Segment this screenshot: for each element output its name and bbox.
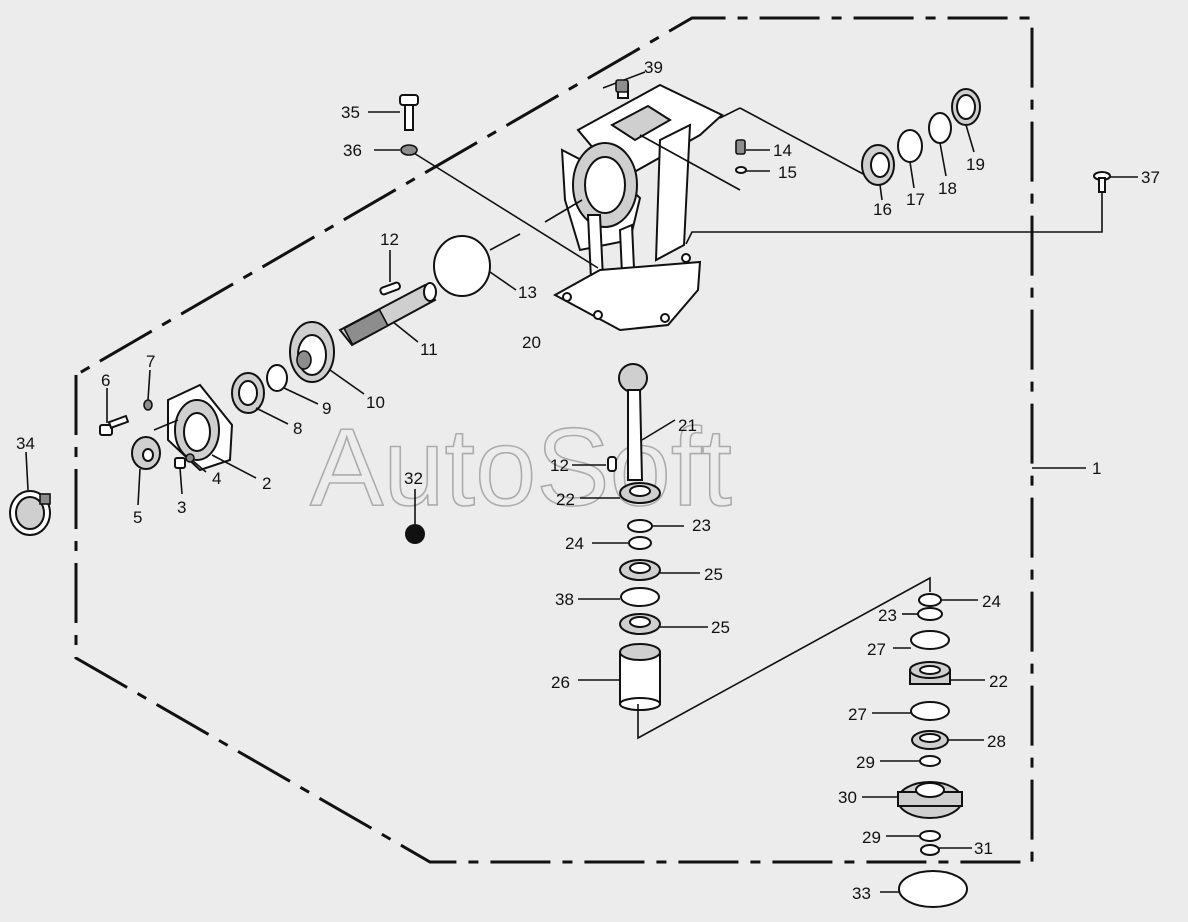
gear-housing (552, 83, 724, 332)
callout-23-lower: 23 (878, 606, 897, 625)
callout-15: 15 (778, 163, 797, 182)
callout-22-lower: 22 (989, 672, 1008, 691)
ring-17 (897, 129, 923, 163)
bevel-gear-10 (289, 321, 335, 383)
bearing-28 (911, 730, 949, 750)
callout-35: 35 (341, 103, 360, 122)
callout-3: 3 (177, 498, 186, 517)
callout-30: 30 (838, 788, 857, 807)
ring-29-upper (919, 755, 941, 767)
callout-29-upper: 29 (856, 753, 875, 772)
callout-20: 20 (522, 333, 541, 352)
ring-23-lower (917, 607, 943, 621)
bevel-pinion-21 (618, 363, 648, 481)
ring-31 (920, 844, 940, 856)
callout-13: 13 (518, 283, 537, 302)
callout-21: 21 (678, 416, 697, 435)
key-12 (379, 281, 401, 296)
ring-9 (266, 364, 288, 392)
pinion-shaft-11 (338, 282, 437, 347)
bearing-22-lower (909, 661, 951, 685)
seal-19 (951, 88, 981, 126)
callout-37: 37 (1141, 168, 1160, 187)
callout-27-lower: 27 (848, 705, 867, 724)
callout-18: 18 (938, 179, 957, 198)
ring-27-upper (910, 630, 950, 650)
callout-6: 6 (101, 371, 110, 390)
ring-23-upper (627, 519, 653, 533)
bolt-3 (174, 457, 186, 469)
breather-14 (735, 139, 746, 155)
callout-33: 33 (852, 884, 871, 903)
callout-31: 31 (974, 839, 993, 858)
callout-38: 38 (555, 590, 574, 609)
callout-24-lower: 24 (982, 592, 1001, 611)
ring-27-lower (910, 701, 950, 721)
plug-39 (615, 79, 629, 93)
callout-29-lower: 29 (862, 828, 881, 847)
ring-24-lower (918, 593, 942, 607)
callout-28: 28 (987, 732, 1006, 751)
callout-22-upper: 22 (556, 490, 575, 509)
callout-34: 34 (16, 434, 35, 453)
callout-39: 39 (644, 58, 663, 77)
callout-2: 2 (262, 474, 271, 493)
callout-5: 5 (133, 508, 142, 527)
callout-14: 14 (773, 141, 792, 160)
hose-clamp-34 (9, 490, 51, 536)
callout-25-upper: 25 (704, 565, 723, 584)
callout-23-upper: 23 (692, 516, 711, 535)
ring-29-lower (919, 830, 941, 842)
bolt-35 (399, 94, 419, 131)
callout-1: 1 (1092, 459, 1101, 478)
callout-12-lower: 12 (550, 456, 569, 475)
bearing-25-upper (619, 559, 661, 581)
callout-16: 16 (873, 200, 892, 219)
callout-9: 9 (322, 399, 331, 418)
bearing-flange-2 (167, 383, 234, 472)
callout-25-lower: 25 (711, 618, 730, 637)
part-32-dot (405, 524, 425, 544)
callout-12-upper: 12 (380, 230, 399, 249)
ring-18 (928, 112, 952, 144)
spacer-5 (131, 436, 161, 470)
washer-36 (400, 144, 418, 156)
bearing-16 (861, 144, 895, 186)
callout-24-upper: 24 (565, 534, 584, 553)
ring-24-upper (628, 536, 652, 550)
bolt-6 (99, 414, 130, 436)
sleeve-26 (619, 643, 661, 711)
callout-11: 11 (420, 340, 438, 359)
callout-26: 26 (551, 673, 570, 692)
callout-19: 19 (966, 155, 985, 174)
callout-32: 32 (404, 469, 423, 488)
callout-27-upper: 27 (867, 640, 886, 659)
callout-8: 8 (293, 419, 302, 438)
callout-10: 10 (366, 393, 385, 412)
o-ring-33 (898, 870, 968, 908)
bearing-22-upper (619, 482, 661, 504)
bearing-25-lower (619, 613, 661, 635)
washer-15 (735, 166, 747, 174)
callout-7: 7 (146, 352, 155, 371)
seal-38 (620, 587, 660, 607)
watermark-text: AutoSoft (310, 406, 732, 529)
callout-36: 36 (343, 141, 362, 160)
callout-17: 17 (906, 190, 925, 209)
washer-7 (143, 399, 153, 411)
key-12-lower (607, 456, 617, 472)
bearing-8 (231, 372, 265, 414)
callout-4: 4 (212, 469, 221, 488)
screw-37 (1093, 171, 1111, 193)
spur-gear-30 (897, 781, 963, 819)
washer-4 (185, 453, 195, 463)
assembly-boundary (74, 16, 1034, 864)
o-ring-13 (433, 235, 491, 297)
